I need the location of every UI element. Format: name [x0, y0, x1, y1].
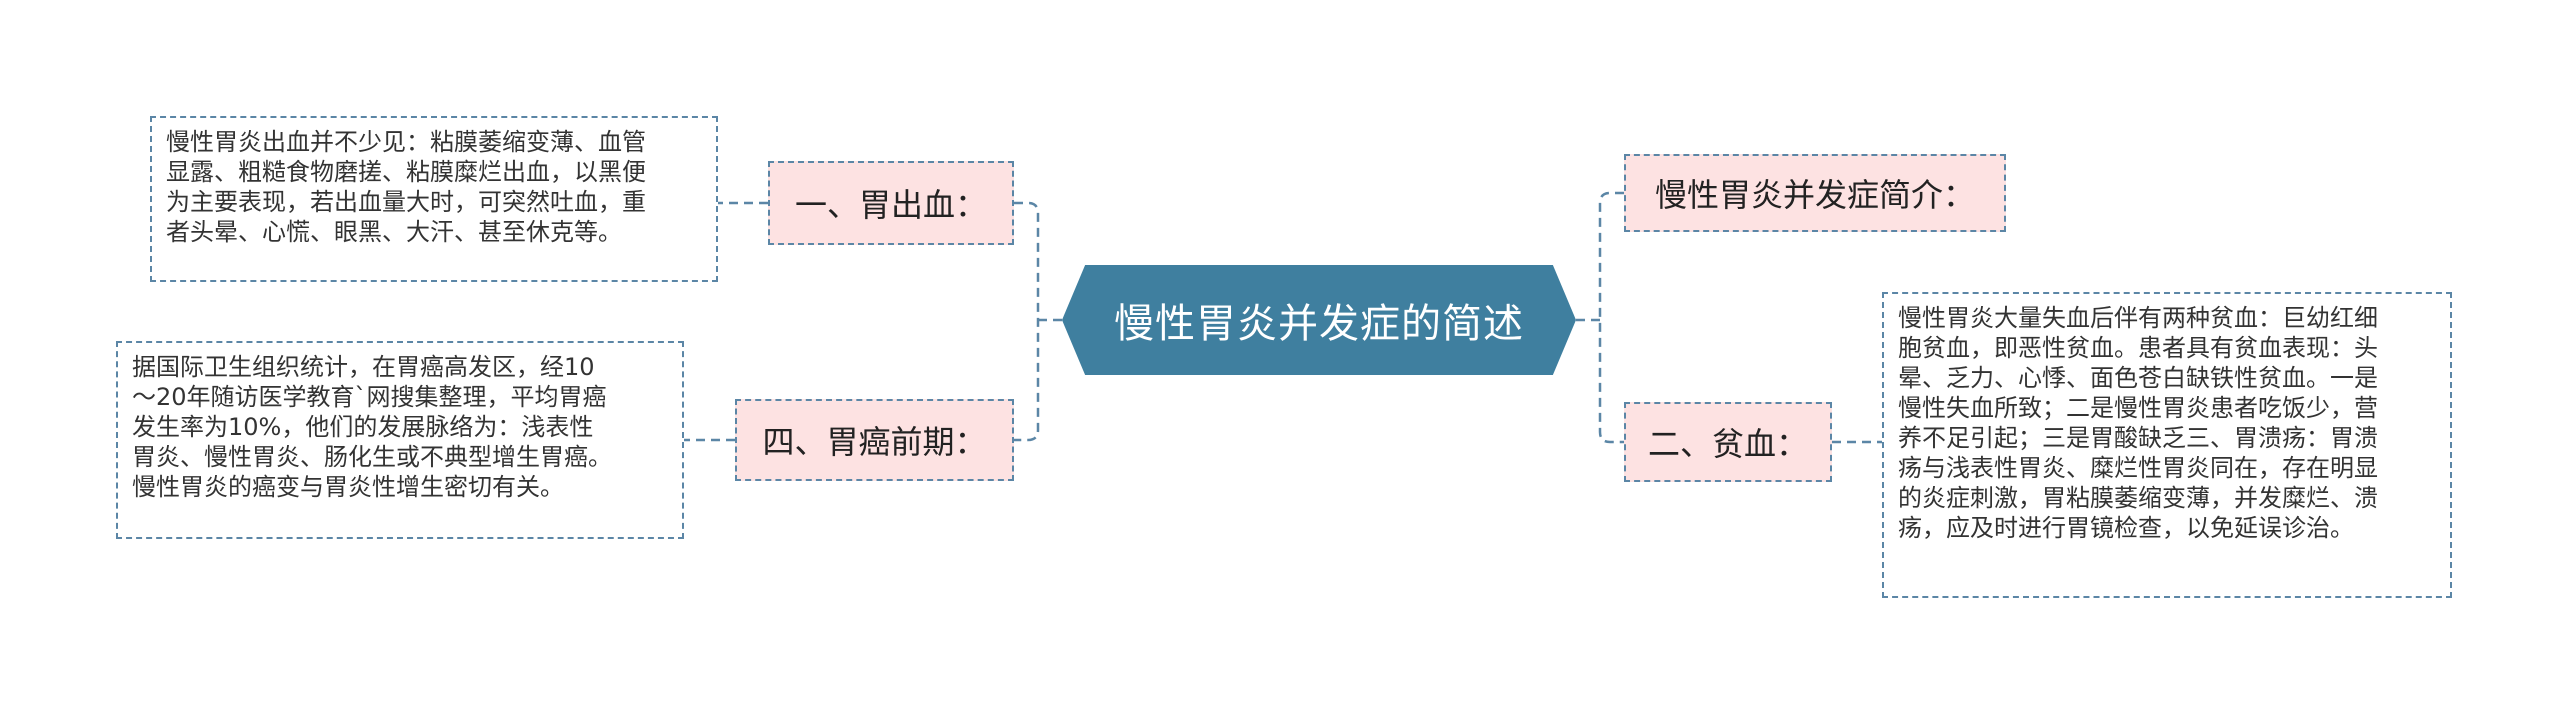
detail-line: 据国际卫生组织统计，在胃癌高发区，经10 [132, 353, 595, 381]
detail-line: 胃炎、慢性胃炎、肠化生或不典型增生胃癌。 [132, 443, 612, 471]
detail-anemia[interactable]: 慢性胃炎大量失血后伴有两种贫血：巨幼红细 胞贫血，即恶性贫血。患者具有贫血表现：… [1882, 292, 2452, 598]
topic-complications-intro-label: 慢性胃炎并发症简介： [1654, 176, 1975, 214]
detail-line: 者头晕、心慌、眼黑、大汗、甚至休克等。 [166, 218, 622, 246]
central-topic-label: 慢性胃炎并发症的简述 [1114, 301, 1524, 347]
detail-line: 的炎症刺激，胃粘膜萎缩变薄，并发糜烂、溃 [1898, 484, 2378, 512]
topic-anemia-label: 二、贫血： [1647, 425, 1808, 463]
topic-precancer[interactable]: 四、胃癌前期： [735, 399, 1014, 481]
detail-line: 慢性失血所致；二是慢性胃炎患者吃饭少，营 [1898, 394, 2378, 422]
detail-line: 养不足引起；三是胃酸缺乏三、胃溃疡：胃溃 [1898, 424, 2378, 452]
detail-line: 慢性胃炎的癌变与胃炎性增生密切有关。 [132, 473, 564, 501]
connector-left-bracket [1014, 201, 1040, 442]
detail-line: 发生率为10%，他们的发展脉络为：浅表性 [132, 413, 594, 441]
detail-line: 胞贫血，即恶性贫血。患者具有贫血表现：头 [1898, 334, 2378, 362]
central-topic[interactable]: 慢性胃炎并发症的简述 [1062, 265, 1576, 375]
detail-line: 慢性胃炎大量失血后伴有两种贫血：巨幼红细 [1898, 304, 2378, 332]
detail-line: 为主要表现，若出血量大时，可突然吐血，重 [166, 188, 646, 216]
detail-precancer[interactable]: 据国际卫生组织统计，在胃癌高发区，经10 ～20年随访医学教育`网搜集整理，平均… [116, 341, 684, 539]
detail-line: 晕、乏力、心悸、面色苍白缺铁性贫血。一是 [1898, 364, 2378, 392]
detail-line: 显露、粗糙食物磨搓、粘膜糜烂出血，以黑便 [166, 158, 646, 186]
detail-stomach-bleeding[interactable]: 慢性胃炎出血并不少见：粘膜萎缩变薄、血管 显露、粗糙食物磨搓、粘膜糜烂出血，以黑… [150, 116, 718, 282]
topic-anemia[interactable]: 二、贫血： [1624, 402, 1832, 482]
topic-complications-intro[interactable]: 慢性胃炎并发症简介： [1624, 154, 2006, 232]
detail-line: 疡与浅表性胃炎、糜烂性胃炎同在，存在明显 [1898, 454, 2378, 482]
topic-stomach-bleeding-label: 一、胃出血： [794, 186, 987, 224]
detail-line: 慢性胃炎出血并不少见：粘膜萎缩变薄、血管 [166, 128, 646, 156]
connector-right-bracket [1598, 191, 1624, 444]
detail-line: 疡，应及时进行胃镜检查，以免延误诊治。 [1898, 514, 2354, 542]
topic-stomach-bleeding[interactable]: 一、胃出血： [768, 161, 1014, 245]
topic-precancer-label: 四、胃癌前期： [762, 423, 987, 461]
detail-line: ～20年随访医学教育`网搜集整理，平均胃癌 [132, 383, 607, 411]
